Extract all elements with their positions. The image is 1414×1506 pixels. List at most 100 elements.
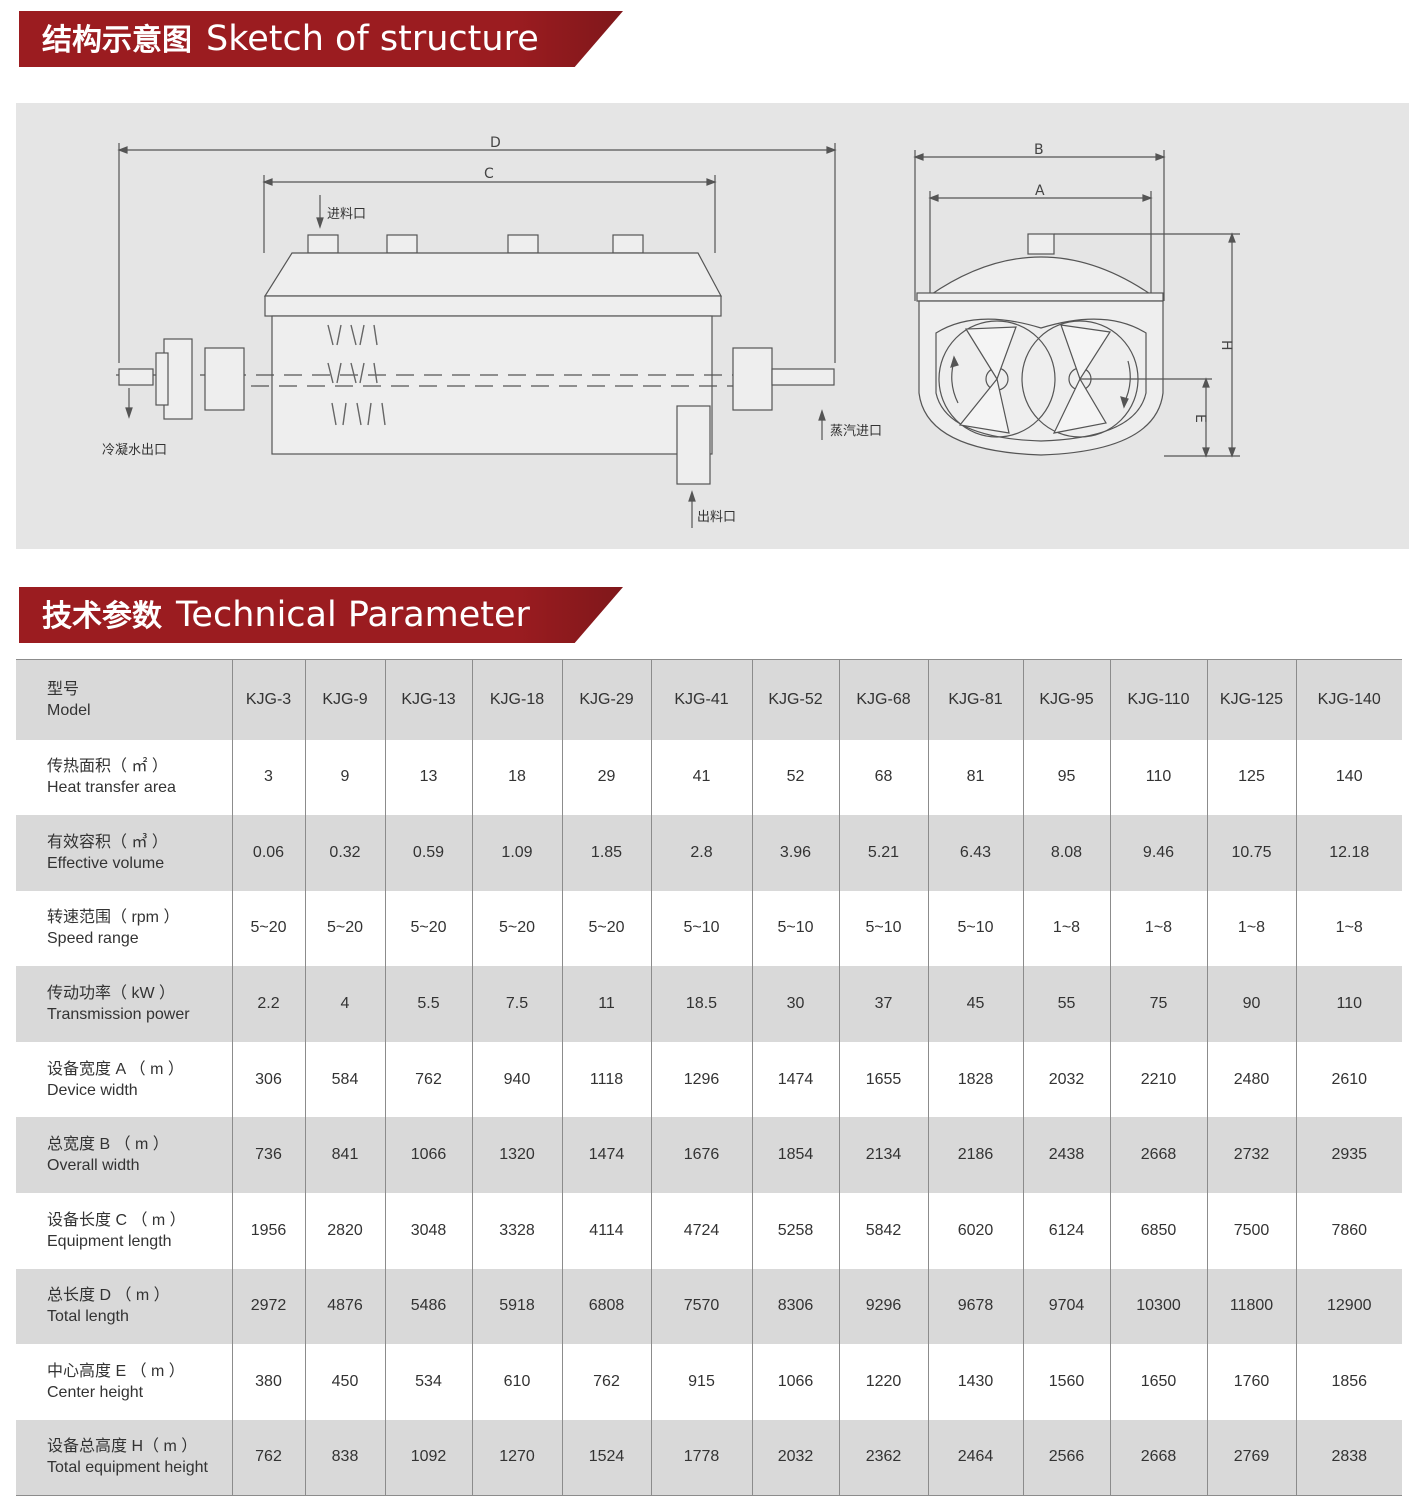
table-cell: 306 <box>231 1041 305 1118</box>
row-label: 设备长度 C （ m ）Equipment length <box>16 1193 232 1269</box>
table-cell: 762 <box>384 1041 472 1118</box>
table-cell: 1.09 <box>471 815 562 891</box>
table-cell: 2.2 <box>231 966 305 1042</box>
table-cell: 2668 <box>1109 1117 1207 1194</box>
table-cell: 140 <box>1295 739 1402 816</box>
sketch-section-title: 结构示意图 Sketch of structure <box>42 11 539 67</box>
table-cell: 940 <box>471 1041 562 1118</box>
dimension-a: A <box>928 183 1153 301</box>
structure-sketch-panel: D C 进料口 <box>16 103 1409 549</box>
table-cell: 13 <box>384 739 472 816</box>
table-cell: 450 <box>304 1344 385 1420</box>
table-cell: 10300 <box>1109 1268 1207 1345</box>
params-title-cn: 技术参数 <box>42 599 162 634</box>
table-cell: 2668 <box>1109 1419 1207 1496</box>
row-label-cn: 型号 <box>47 680 80 698</box>
column-header: KJG-13 <box>384 659 472 740</box>
row-label-cn: 传动功率（ kW ） <box>47 985 175 1003</box>
table-cell: 1.85 <box>561 815 651 891</box>
table-cell: 1560 <box>1022 1344 1110 1420</box>
row-label-en: Effective volume <box>47 854 165 872</box>
table-cell: 4724 <box>650 1193 752 1269</box>
table-cell: 30 <box>751 966 839 1042</box>
row-label-cn: 设备总高度 H（ m ） <box>47 1438 198 1456</box>
table-cell: 1430 <box>927 1344 1023 1420</box>
table-cell: 1854 <box>751 1117 839 1194</box>
table-cell: 2610 <box>1295 1041 1402 1118</box>
table-cell: 5918 <box>471 1268 562 1345</box>
dim-label-b: B <box>1034 142 1044 158</box>
row-label-en: Speed range <box>47 930 139 948</box>
table-cell: 9678 <box>927 1268 1023 1345</box>
row-label-cn: 转速范围（ rpm ） <box>47 909 180 927</box>
row-label-en: Center height <box>47 1384 144 1402</box>
row-label-cn: 中心高度 E （ m ） <box>47 1363 185 1381</box>
table-cell: 2186 <box>927 1117 1023 1194</box>
dimension-b: B <box>913 142 1166 301</box>
table-cell: 2438 <box>1022 1117 1110 1194</box>
table-cell: 8.08 <box>1022 815 1110 891</box>
sketch-title-en: Sketch of structure <box>206 19 539 59</box>
column-header: KJG-110 <box>1109 659 1207 740</box>
table-cell: 68 <box>838 739 928 816</box>
row-label-cn: 总长度 D （ m ） <box>47 1287 170 1305</box>
sketch-title-cn: 结构示意图 <box>42 23 192 58</box>
table-cell: 6.43 <box>927 815 1023 891</box>
table-cell: 9 <box>304 739 385 816</box>
row-label-en: Total length <box>47 1308 129 1326</box>
table-cell: 2.8 <box>650 815 752 891</box>
table-cell: 10.75 <box>1206 815 1296 891</box>
table-cell: 4876 <box>304 1268 385 1345</box>
row-label-en: Transmission power <box>47 1006 190 1024</box>
table-cell: 37 <box>838 966 928 1042</box>
dimension-h: H <box>1054 232 1240 458</box>
table-cell: 1474 <box>561 1117 651 1194</box>
table-cell: 5~20 <box>471 890 562 967</box>
table-cell: 1650 <box>1109 1344 1207 1420</box>
row-label-cn: 有效容积（ ㎥ ） <box>47 833 168 851</box>
table-cell: 6850 <box>1109 1193 1207 1269</box>
row-label: 中心高度 E （ m ） Center height <box>16 1344 232 1420</box>
dimension-d: D <box>117 135 837 363</box>
column-header: KJG-18 <box>471 659 562 740</box>
table-cell: 1~8 <box>1206 890 1296 967</box>
table-cell: 125 <box>1206 739 1296 816</box>
column-header: KJG-125 <box>1206 659 1296 740</box>
table-cell: 2464 <box>927 1419 1023 1496</box>
table-cell: 2769 <box>1206 1419 1296 1496</box>
table-cell: 7570 <box>650 1268 752 1345</box>
row-label: 传热面积（ ㎡ ）Heat transfer area <box>16 740 232 816</box>
table-cell: 12900 <box>1295 1268 1402 1345</box>
table-cell: 5~20 <box>231 890 305 967</box>
table-cell: 1760 <box>1206 1344 1296 1420</box>
table-cell: 1655 <box>838 1041 928 1118</box>
dim-label-h: H <box>1218 340 1234 351</box>
table-cell: 52 <box>751 739 839 816</box>
paddle-marks <box>327 324 386 426</box>
row-label-en: Device width <box>47 1081 138 1099</box>
row-label-en: Model <box>47 701 91 719</box>
dim-label-a: A <box>1035 183 1045 199</box>
table-cell: 4114 <box>561 1193 651 1269</box>
table-cell: 1856 <box>1295 1344 1402 1420</box>
column-header: KJG-81 <box>927 659 1023 740</box>
dimension-e: E <box>1080 377 1212 458</box>
table-cell: 7860 <box>1295 1193 1402 1269</box>
column-header: KJG-95 <box>1022 659 1110 740</box>
table-cell: 9296 <box>838 1268 928 1345</box>
table-cell: 2032 <box>751 1419 839 1496</box>
table-cell: 41 <box>650 739 752 816</box>
table-cell: 5~20 <box>384 890 472 967</box>
dim-label-c: C <box>484 166 494 182</box>
table-cell: 110 <box>1109 739 1207 816</box>
dimension-c: C <box>262 166 717 253</box>
table-cell: 12.18 <box>1295 815 1402 891</box>
